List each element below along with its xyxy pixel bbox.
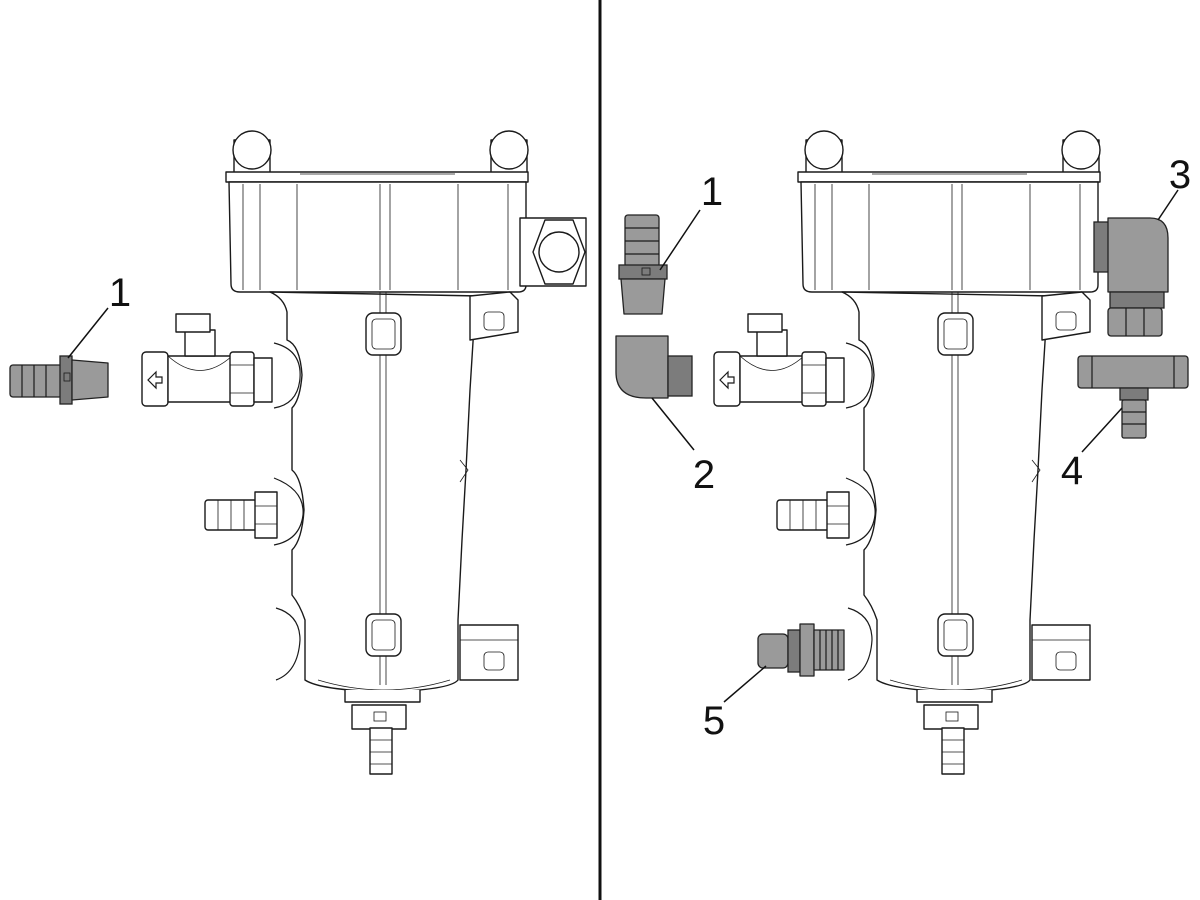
part-4-tee-fitting — [1077, 355, 1189, 439]
part-3-elbow-fitting — [1093, 217, 1169, 337]
bottom-barb-left — [351, 704, 407, 775]
leader-line — [723, 665, 767, 703]
part-2-elbow-fitting — [615, 335, 693, 399]
filter-housing-right — [797, 130, 1101, 703]
inlet-valve-left — [141, 313, 273, 407]
callout-2: 2 — [651, 397, 715, 497]
part-1-barb-fitting-right — [618, 214, 668, 315]
side-barb-right — [776, 491, 850, 539]
right-panel: 1 2 3 — [615, 130, 1191, 775]
leader-line — [1157, 189, 1179, 221]
callout-label: 1 — [109, 271, 131, 315]
callout-label: 1 — [701, 170, 723, 214]
inlet-valve-right — [713, 313, 845, 407]
side-barb-left — [204, 491, 278, 539]
leader-line — [651, 397, 695, 451]
vent-fitting-left — [519, 217, 587, 287]
callout-3: 3 — [1157, 153, 1191, 221]
left-panel: 1 — [9, 130, 587, 775]
leader-line — [1081, 407, 1123, 453]
callout-label: 5 — [703, 699, 725, 743]
callout-label: 2 — [693, 453, 715, 497]
leader-line — [67, 307, 109, 359]
callout-1-left: 1 — [67, 271, 131, 359]
callout-1-right: 1 — [659, 170, 723, 271]
callout-label: 4 — [1061, 449, 1083, 493]
callout-4: 4 — [1061, 407, 1123, 493]
callout-5: 5 — [703, 665, 767, 743]
callout-label: 3 — [1169, 153, 1191, 197]
part-5-threaded-adapter — [757, 623, 845, 677]
filter-housing-left — [225, 130, 529, 703]
part-1-barb-fitting-left — [9, 355, 109, 405]
leader-line — [659, 209, 701, 271]
bottom-barb-right — [923, 704, 979, 775]
